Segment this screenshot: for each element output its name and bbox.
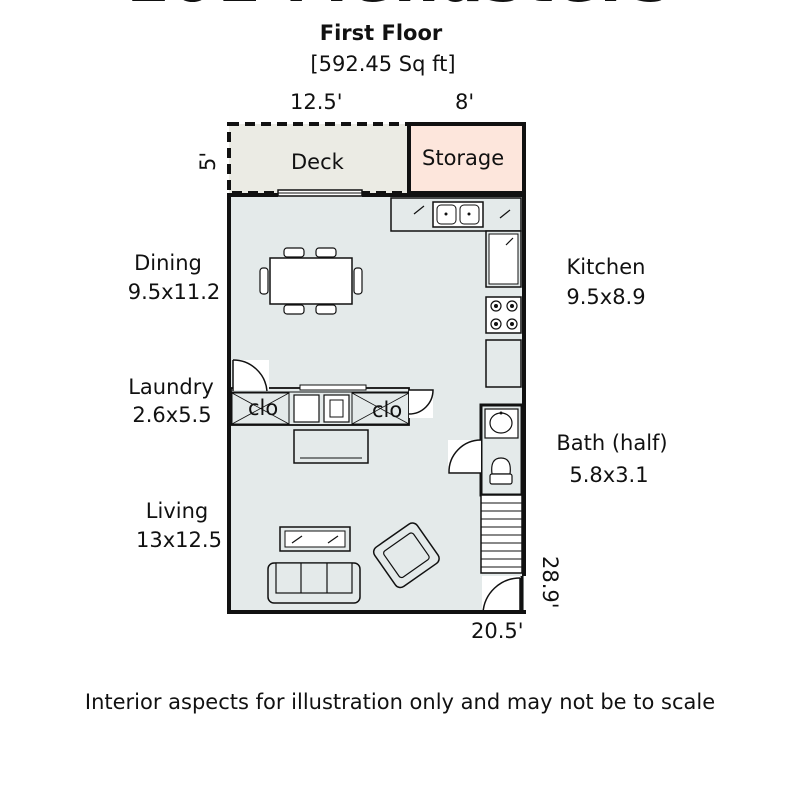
dining-table [269, 257, 353, 305]
laundry-name: Laundry [128, 375, 214, 399]
toilet [491, 457, 511, 475]
bath-size: 5.8x3.1 [569, 463, 649, 487]
floor-area: [592.45 Sq ft] [310, 52, 456, 76]
dining-label: Dining [124, 251, 212, 275]
sofa [267, 562, 361, 604]
property-title: 101 Menasters [0, 0, 796, 12]
deck-width-dimension: 12.5' [290, 90, 343, 114]
overall-width-dimension: 20.5' [471, 619, 524, 643]
kitchen-name: Kitchen [566, 255, 646, 279]
overall-depth-dimension: 28.9' [538, 556, 562, 609]
armchair [372, 522, 440, 589]
closet-left-label: clo [248, 396, 279, 420]
dining-size: 9.5x11.2 [127, 280, 221, 304]
deck-depth-dimension: 5' [196, 151, 220, 171]
storage-label: Storage [422, 146, 505, 170]
dining-name: Dining [134, 251, 202, 275]
floor-title: First Floor [319, 21, 443, 45]
disclaimer-text: Interior aspects for illustration only a… [84, 690, 716, 714]
kitchen-counter-lower [485, 339, 522, 388]
stairs [480, 494, 523, 574]
dryer [323, 394, 350, 423]
laundry-size: 2.6x5.5 [132, 403, 212, 427]
living-size: 13x12.5 [136, 528, 222, 552]
bath-name: Bath (half) [556, 431, 668, 455]
kitchen-size: 9.5x8.9 [566, 285, 646, 309]
living-name: Living [145, 499, 209, 523]
deck-label: Deck [291, 150, 344, 174]
washer [293, 394, 320, 423]
storage-width-dimension: 8' [455, 90, 475, 114]
closet-right-label: clo [372, 398, 403, 422]
